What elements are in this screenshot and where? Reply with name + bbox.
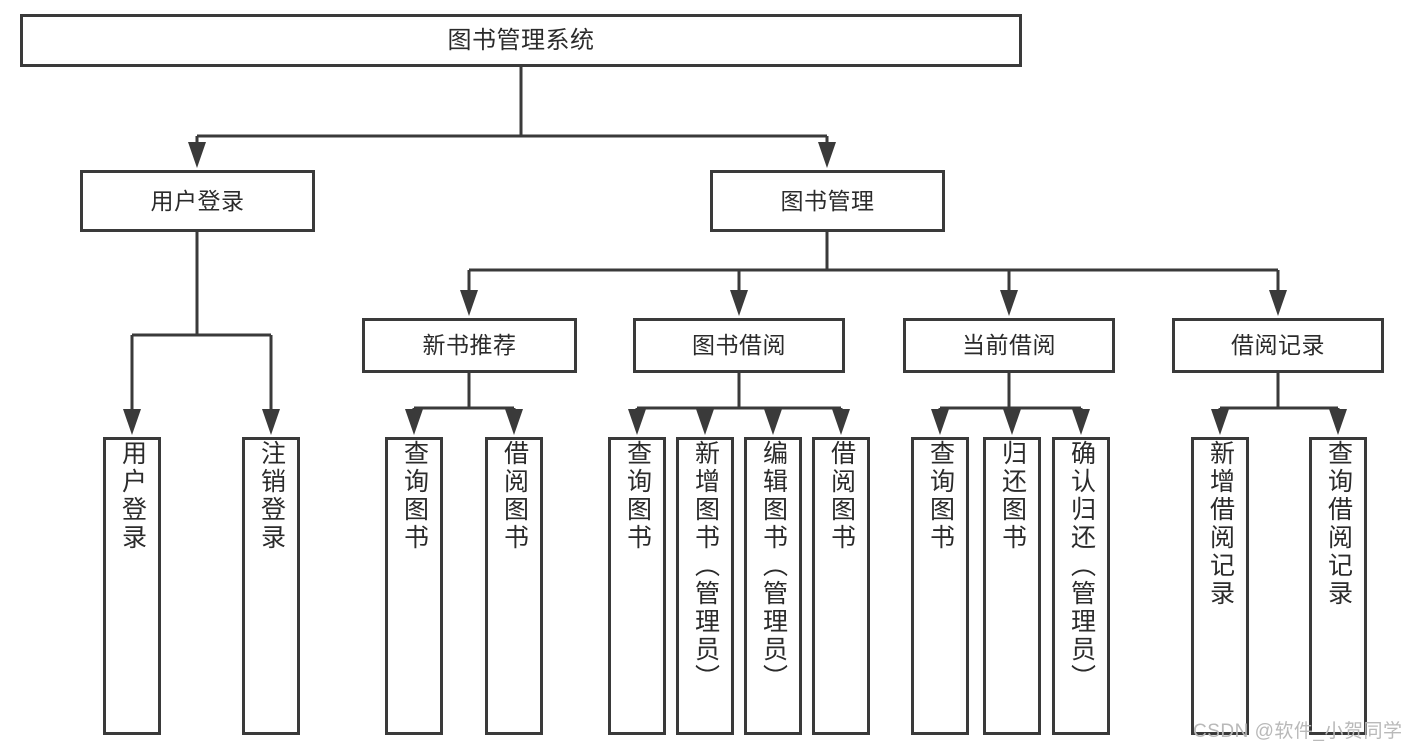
node-book-borrow[interactable]: 图书借阅 — [633, 318, 845, 373]
node-current-borrow[interactable]: 当前借阅 — [903, 318, 1115, 373]
node-label: 确认归还（管理员） — [1067, 440, 1096, 692]
node-label: 注销登录 — [257, 440, 286, 552]
arrowhead-icon — [262, 409, 280, 435]
arrowhead-icon — [764, 409, 782, 435]
node-label: 查询图书 — [623, 440, 652, 552]
arrowhead-icon — [832, 409, 850, 435]
node-leaf-query-book-1[interactable]: 查询图书 — [385, 437, 443, 735]
node-leaf-borrow-book-1[interactable]: 借阅图书 — [485, 437, 543, 735]
arrowhead-icon — [1211, 409, 1229, 435]
node-label: 借阅记录 — [1231, 332, 1325, 359]
arrowhead-icon — [1329, 409, 1347, 435]
node-label: 借阅图书 — [500, 440, 529, 552]
node-leaf-logout[interactable]: 注销登录 — [242, 437, 300, 735]
node-label: 图书管理系统 — [447, 26, 595, 54]
node-label: 新书推荐 — [422, 332, 517, 359]
arrowhead-icon — [696, 409, 714, 435]
node-leaf-user-login[interactable]: 用户登录 — [103, 437, 161, 735]
arrowhead-icon — [818, 142, 836, 168]
node-label: 当前借阅 — [962, 332, 1056, 359]
node-label: 用户登录 — [150, 187, 245, 214]
node-label: 归还图书 — [998, 440, 1027, 552]
node-leaf-add-book[interactable]: 新增图书（管理员） — [676, 437, 734, 735]
node-label: 新增借阅记录 — [1206, 440, 1235, 608]
arrowhead-icon — [1072, 409, 1090, 435]
node-label: 查询图书 — [400, 440, 429, 552]
node-label: 用户登录 — [118, 440, 147, 552]
node-label: 查询图书 — [926, 440, 955, 552]
arrowhead-icon — [123, 409, 141, 435]
arrowhead-icon — [405, 409, 423, 435]
node-label: 编辑图书（管理员） — [759, 440, 788, 692]
node-leaf-borrow-book-2[interactable]: 借阅图书 — [812, 437, 870, 735]
node-label: 查询借阅记录 — [1324, 440, 1353, 608]
node-label: 借阅图书 — [827, 440, 856, 552]
node-leaf-query-book-3[interactable]: 查询图书 — [911, 437, 969, 735]
node-label: 图书管理 — [780, 187, 875, 214]
arrowhead-icon — [1269, 290, 1287, 316]
arrowhead-icon — [730, 290, 748, 316]
node-root[interactable]: 图书管理系统 — [20, 14, 1022, 67]
node-leaf-edit-book[interactable]: 编辑图书（管理员） — [744, 437, 802, 735]
node-label: 图书借阅 — [692, 332, 786, 359]
arrowhead-icon — [460, 290, 478, 316]
node-user-login[interactable]: 用户登录 — [80, 170, 315, 232]
arrowhead-icon — [188, 142, 206, 168]
arrowhead-icon — [1000, 290, 1018, 316]
node-label: 新增图书（管理员） — [691, 440, 720, 692]
arrowhead-icon — [1003, 409, 1021, 435]
node-book-manage[interactable]: 图书管理 — [710, 170, 945, 232]
node-leaf-query-record[interactable]: 查询借阅记录 — [1309, 437, 1367, 735]
node-new-book-recommend[interactable]: 新书推荐 — [362, 318, 577, 373]
node-leaf-add-record[interactable]: 新增借阅记录 — [1191, 437, 1249, 735]
node-borrow-record[interactable]: 借阅记录 — [1172, 318, 1384, 373]
arrowhead-icon — [505, 409, 523, 435]
arrowhead-icon — [931, 409, 949, 435]
watermark-text: CSDN @软件_小贺同学 — [1193, 721, 1403, 742]
node-leaf-query-book-2[interactable]: 查询图书 — [608, 437, 666, 735]
node-leaf-return-book[interactable]: 归还图书 — [983, 437, 1041, 735]
arrowhead-icon — [628, 409, 646, 435]
node-leaf-confirm-return[interactable]: 确认归还（管理员） — [1052, 437, 1110, 735]
